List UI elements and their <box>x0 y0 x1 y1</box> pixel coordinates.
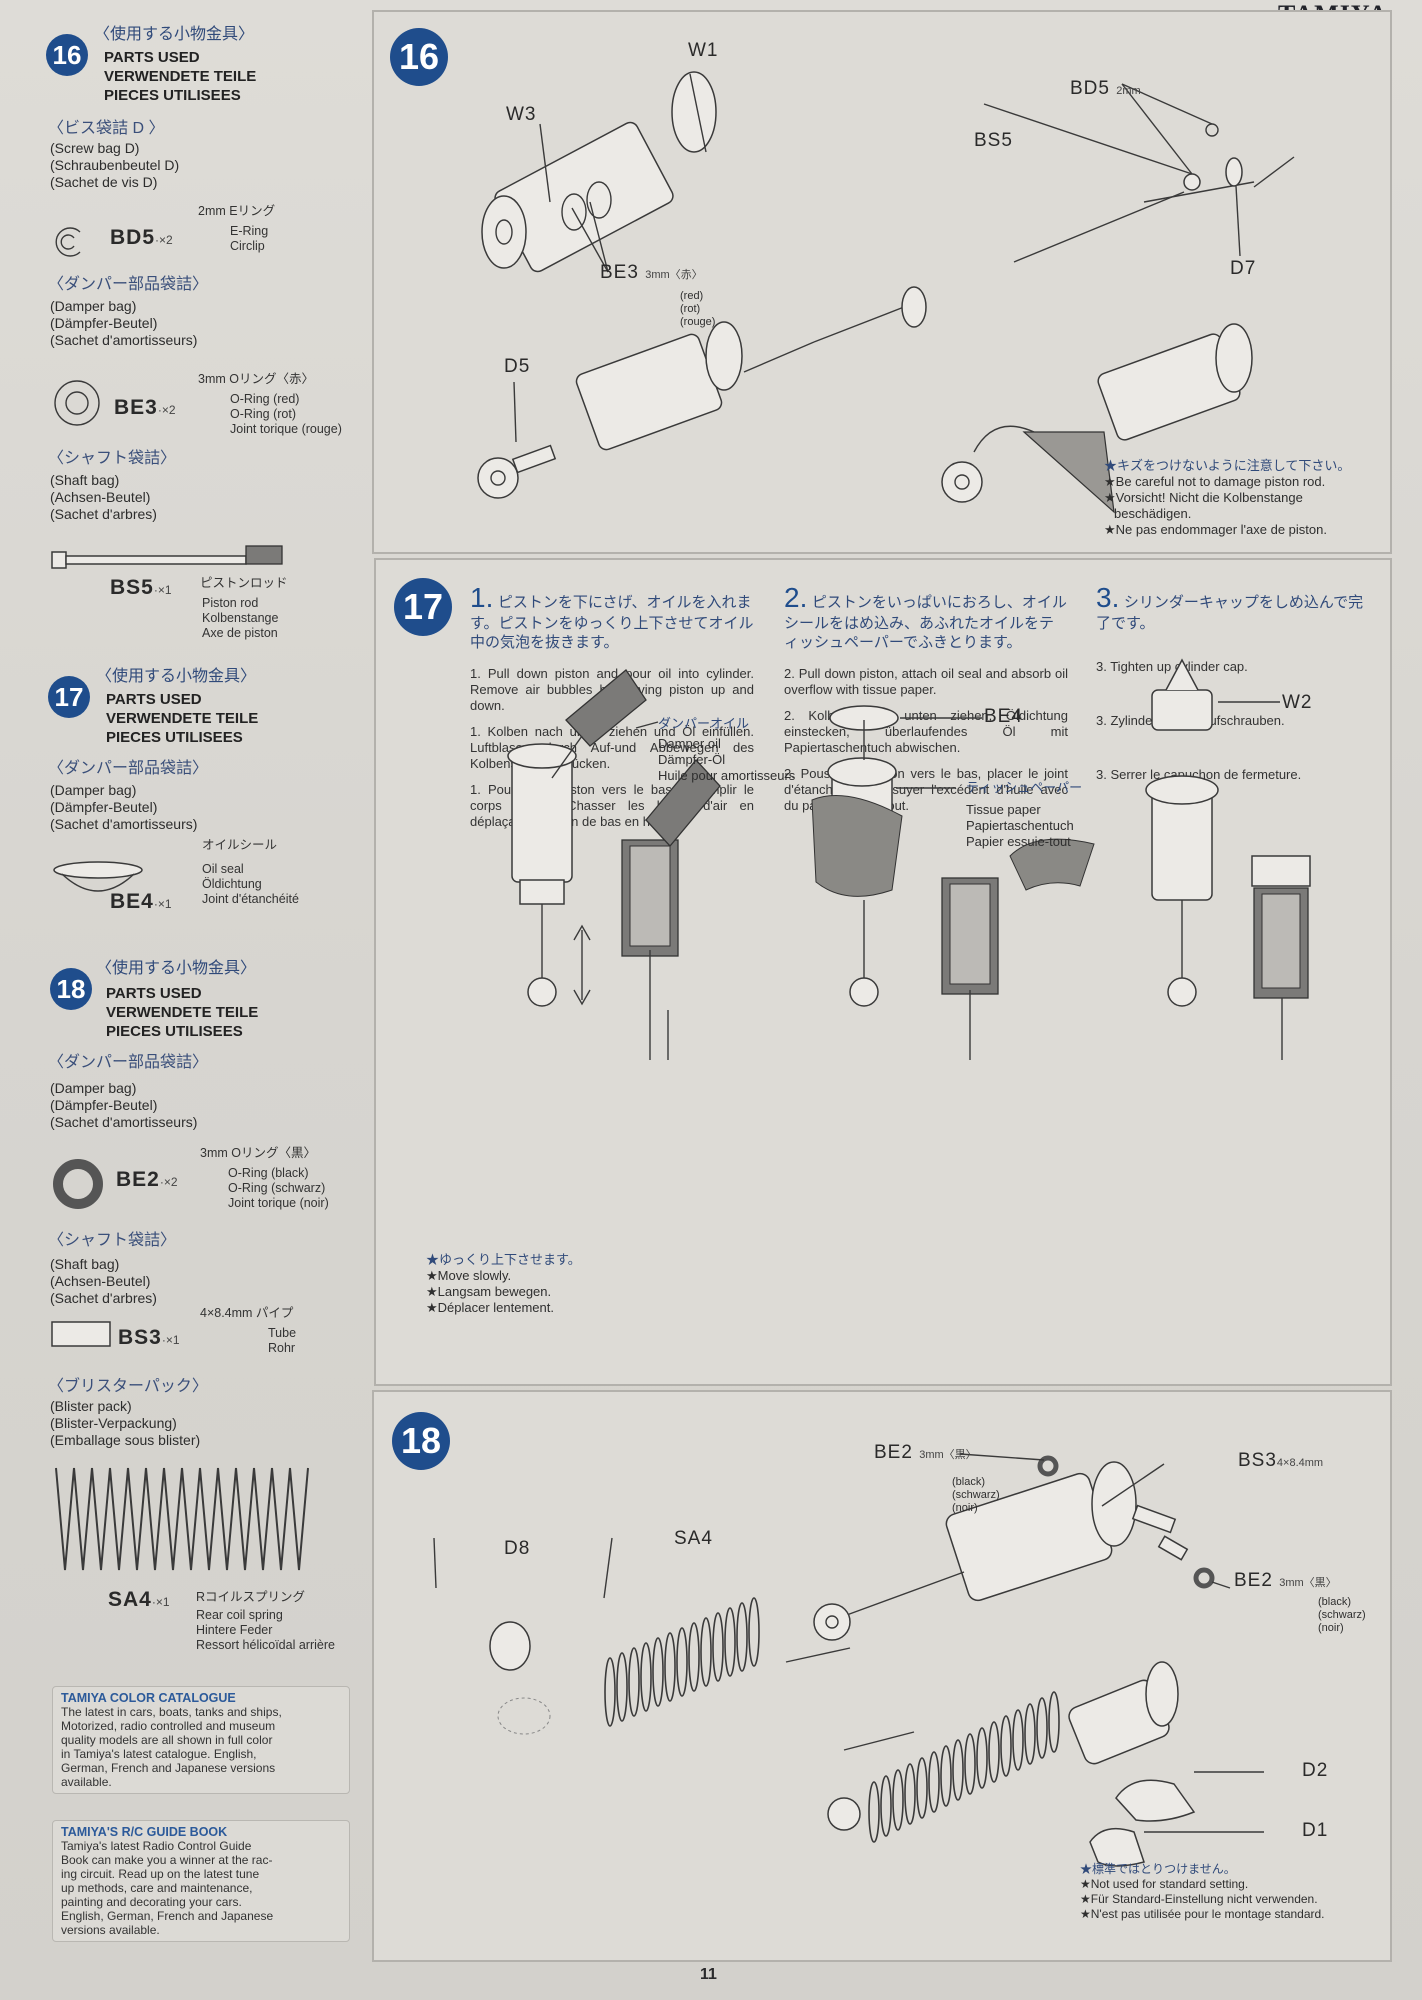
s17-damper: (Damper bag)(Dämpfer-Beutel)(Sachet d'am… <box>50 782 198 832</box>
be4-part: BE4·×1 <box>110 890 172 913</box>
coil-spring-icon <box>55 1467 309 1571</box>
label-d2: D2 <box>1302 1760 1329 1781</box>
label-d5: D5 <box>504 356 531 377</box>
spring-assembly-drawing <box>433 1453 1264 1867</box>
tube-icon <box>51 1321 111 1347</box>
s18-damper-jp: 〈ダンパー部品袋詰〉 <box>48 1054 209 1071</box>
step-17-instruction-3: 3. シリンダーキャップをしめ込んで完了です。 3. Tighten up cy… <box>1096 582 1364 782</box>
step-16-panel: 16 <box>372 10 1392 554</box>
page-number: 11 <box>700 1966 717 1983</box>
oil-seal-icon <box>53 861 143 892</box>
be2-top-color-note: (black)(schwarz)(noir) <box>952 1476 1000 1514</box>
label-bd5: BD5 2mm <box>1070 78 1141 99</box>
label-be3: BE3 3mm〈赤〉 <box>600 262 703 283</box>
s16-damper: (Damper bag)(Dämpfer-Beutel)(Sachet d'am… <box>50 298 198 348</box>
label-be2-right: BE2 3mm〈黒〉 <box>1234 1570 1337 1591</box>
label-w2: W2 <box>1282 692 1313 713</box>
s18-header-jp: 〈使用する小物金具〉 <box>96 960 257 977</box>
be2-size: 3mm Oリング〈黒〉 <box>200 1146 316 1160</box>
bd5-size: 2mm Eリング <box>198 204 276 218</box>
bs5-size: ピストンロッド <box>200 576 288 590</box>
label-w1: W1 <box>688 40 719 61</box>
s16-bag: (Screw bag D)(Schraubenbeutel D)(Sachet … <box>50 140 180 190</box>
step-18-panel: 18 <box>372 1390 1392 1962</box>
step-17-panel: 17 1. ピストンを下にさげ、オイルを入れます。ピストンをゆっくり上下させてオ… <box>374 558 1392 1386</box>
be2-part: BE2·×2 <box>116 1168 178 1191</box>
not-standard-note: ★標準ではとりつけません。 ★Not used for standard set… <box>1080 1862 1325 1921</box>
sa4-part: SA4·×1 <box>108 1588 170 1611</box>
oil-fill-drawing <box>507 658 1311 1060</box>
move-slowly-note: ★ゆっくり上下させます。 ★Move slowly.★Langsam beweg… <box>426 1252 581 1315</box>
label-d8: D8 <box>504 1538 531 1559</box>
label-be4: BE4 <box>984 706 1023 727</box>
s16-bag-jp: 〈ビス袋詰 D 〉 <box>48 120 165 137</box>
be3-color-note: (red)(rot)(rouge) <box>680 290 716 328</box>
o-ring-red-icon <box>54 380 100 426</box>
s18-shaft: (Shaft bag)(Achsen-Beutel)(Sachet d'arbr… <box>50 1256 157 1306</box>
label-be2-top: BE2 3mm〈黒〉 <box>874 1442 977 1463</box>
bd5-part: BD5·×2 <box>110 226 173 249</box>
e-ring-icon <box>55 227 81 257</box>
panel-18-badge: 18 <box>392 1412 450 1470</box>
be4-size: オイルシール <box>202 838 278 852</box>
o-ring-black-icon <box>53 1159 103 1209</box>
s17-header-jp: 〈使用する小物金具〉 <box>96 668 257 685</box>
label-sa4: SA4 <box>674 1528 713 1549</box>
be3-desc: O-Ring (red)O-Ring (rot)Joint torique (r… <box>230 392 342 436</box>
piston-rod-icon <box>51 545 283 569</box>
be3-size: 3mm Oリング〈赤〉 <box>198 372 314 386</box>
s16-shaft: (Shaft bag)(Achsen-Beutel)(Sachet d'arbr… <box>50 472 157 522</box>
color-catalogue-ad: TAMIYA COLOR CATALOGUE The latest in car… <box>52 1686 350 1794</box>
be2-right-color-note: (black)(schwarz)(noir) <box>1318 1596 1366 1634</box>
panel-16-badge: 16 <box>390 28 448 86</box>
label-d1: D1 <box>1302 1820 1329 1841</box>
sa4-size: Rコイルスプリング <box>196 1590 306 1604</box>
step-17-badge: 17 <box>48 676 90 718</box>
step-16-badge: 16 <box>46 34 88 76</box>
be2-desc: O-Ring (black)O-Ring (schwarz)Joint tori… <box>228 1166 329 1210</box>
s18-blister: (Blister pack)(Blister-Verpackung)(Embal… <box>50 1398 201 1448</box>
s18-damper: (Damper bag)(Dämpfer-Beutel)(Sachet d'am… <box>50 1080 198 1130</box>
be3-part: BE3·×2 <box>114 396 176 419</box>
bs3-size: 4×8.4mm パイプ <box>200 1306 294 1320</box>
label-w3: W3 <box>506 104 537 125</box>
bs5-part: BS5·×1 <box>110 576 172 599</box>
shock-assembly-drawing <box>477 71 1295 514</box>
bs3-part: BS3·×1 <box>118 1326 180 1349</box>
s17-damper-jp: 〈ダンパー部品袋詰〉 <box>48 760 209 777</box>
label-bs3: BS34×8.4mm <box>1238 1450 1324 1471</box>
piston-rod-caution: ★キズをつけないように注意して下さい。 ★Be careful not to d… <box>1104 458 1351 537</box>
s18-shaft-jp: 〈シャフト袋詰〉 <box>48 1232 177 1249</box>
s16-header-jp: 〈使用する小物金具〉 <box>94 26 255 43</box>
s18-blister-jp: 〈ブリスターパック〉 <box>48 1378 208 1395</box>
s16-shaft-jp: 〈シャフト袋詰〉 <box>48 450 177 467</box>
guide-book-ad: TAMIYA'S R/C GUIDE BOOK Tamiya's latest … <box>52 1820 350 1942</box>
step-18-badge: 18 <box>50 968 92 1010</box>
s16-damper-jp: 〈ダンパー部品袋詰〉 <box>48 276 209 293</box>
panel-17-badge: 17 <box>394 578 452 636</box>
label-d7: D7 <box>1230 258 1257 279</box>
label-bs5: BS5 <box>974 130 1013 151</box>
